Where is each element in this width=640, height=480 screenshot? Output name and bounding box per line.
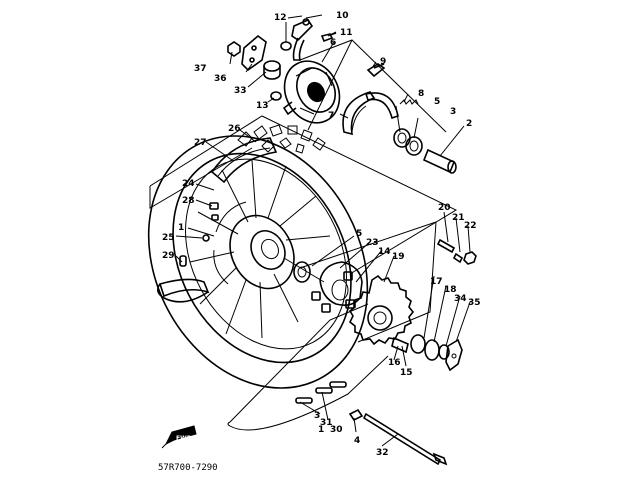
callout-27: 27 bbox=[194, 138, 207, 148]
callout-22: 22 bbox=[464, 221, 477, 231]
brake-shoes bbox=[342, 91, 399, 136]
callout-9: 9 bbox=[380, 57, 386, 67]
rim-small-parts bbox=[179, 202, 219, 267]
callout-35: 35 bbox=[468, 298, 481, 308]
callout-1-rim: 1 bbox=[178, 223, 184, 233]
callout-32: 32 bbox=[376, 448, 389, 458]
brake-shoe-plate bbox=[282, 60, 341, 124]
callout-labels: 12 10 11 6 9 37 36 33 13 8 5 7 3 2 26 27… bbox=[162, 11, 481, 458]
callout-20: 20 bbox=[438, 203, 451, 213]
callout-11: 11 bbox=[340, 28, 353, 38]
assembly-guide-lines bbox=[149, 39, 458, 343]
callout-16: 16 bbox=[388, 358, 401, 368]
callout-12: 12 bbox=[274, 13, 287, 23]
wheel-spokes bbox=[189, 159, 331, 339]
callout-8: 8 bbox=[418, 89, 424, 99]
clutch-hub bbox=[311, 261, 363, 313]
lever-washer-12 bbox=[280, 41, 292, 51]
chain-puller-35 bbox=[445, 338, 463, 372]
callout-17: 17 bbox=[430, 277, 443, 287]
callout-26: 26 bbox=[228, 124, 241, 134]
callout-5-mid: 5 bbox=[356, 229, 362, 239]
callout-29: 29 bbox=[162, 251, 175, 261]
callout-24: 24 bbox=[182, 179, 195, 189]
oil-seal-18 bbox=[424, 339, 440, 361]
nut-22 bbox=[463, 251, 477, 265]
drive-chain bbox=[227, 303, 389, 431]
callout-15: 15 bbox=[400, 368, 413, 378]
oil-seal bbox=[405, 136, 423, 156]
sprocket-bolt-20 bbox=[436, 238, 456, 254]
callout-34: 34 bbox=[454, 294, 467, 304]
lock-washer-21 bbox=[452, 252, 464, 264]
inner-tube bbox=[210, 137, 278, 184]
callout-13: 13 bbox=[256, 101, 269, 111]
spacer-33 bbox=[263, 60, 281, 80]
callout-21: 21 bbox=[452, 213, 465, 223]
brake-spring bbox=[399, 99, 419, 105]
rim-band bbox=[156, 278, 210, 303]
rear-axle bbox=[362, 412, 448, 466]
chain-joint-31 bbox=[295, 381, 347, 404]
cam-lever bbox=[291, 18, 314, 61]
callout-10: 10 bbox=[336, 11, 349, 21]
callout-7: 7 bbox=[328, 111, 334, 121]
callout-28: 28 bbox=[182, 196, 195, 206]
nut-13 bbox=[270, 91, 282, 101]
callout-2: 2 bbox=[466, 119, 472, 129]
callout-25: 25 bbox=[162, 233, 175, 243]
callout-23: 23 bbox=[366, 238, 379, 248]
callout-30: 30 bbox=[330, 425, 343, 435]
callout-19: 19 bbox=[392, 252, 405, 262]
circlip-34 bbox=[438, 344, 450, 360]
leader-lines bbox=[175, 14, 471, 447]
callout-14: 14 bbox=[378, 247, 391, 257]
callout-37: 37 bbox=[194, 64, 207, 74]
callout-36: 36 bbox=[214, 74, 227, 84]
callout-18: 18 bbox=[444, 285, 457, 295]
fwd-direction-arrow: FWD bbox=[161, 425, 197, 449]
callout-6: 6 bbox=[330, 38, 336, 48]
callout-1-chain: 1 bbox=[318, 425, 324, 435]
fwd-label: FWD bbox=[176, 435, 192, 442]
callout-3: 3 bbox=[450, 107, 456, 117]
collar-16 bbox=[391, 336, 409, 354]
callout-31: 31 bbox=[320, 418, 333, 428]
rear-wheel bbox=[147, 124, 369, 389]
callout-5-top: 5 bbox=[434, 97, 440, 107]
collar bbox=[422, 148, 457, 174]
callout-33: 33 bbox=[234, 86, 247, 96]
drawing-code: 57R700-7290 bbox=[158, 463, 218, 473]
callout-3-chain: 3 bbox=[314, 411, 320, 421]
rear-sprocket bbox=[348, 274, 415, 346]
callout-4: 4 bbox=[354, 436, 360, 446]
bearing-top bbox=[393, 128, 411, 148]
chain-clip-4 bbox=[348, 408, 364, 422]
bracket-36 bbox=[241, 34, 267, 72]
nut-37 bbox=[227, 41, 241, 57]
bearing-17 bbox=[410, 334, 426, 354]
